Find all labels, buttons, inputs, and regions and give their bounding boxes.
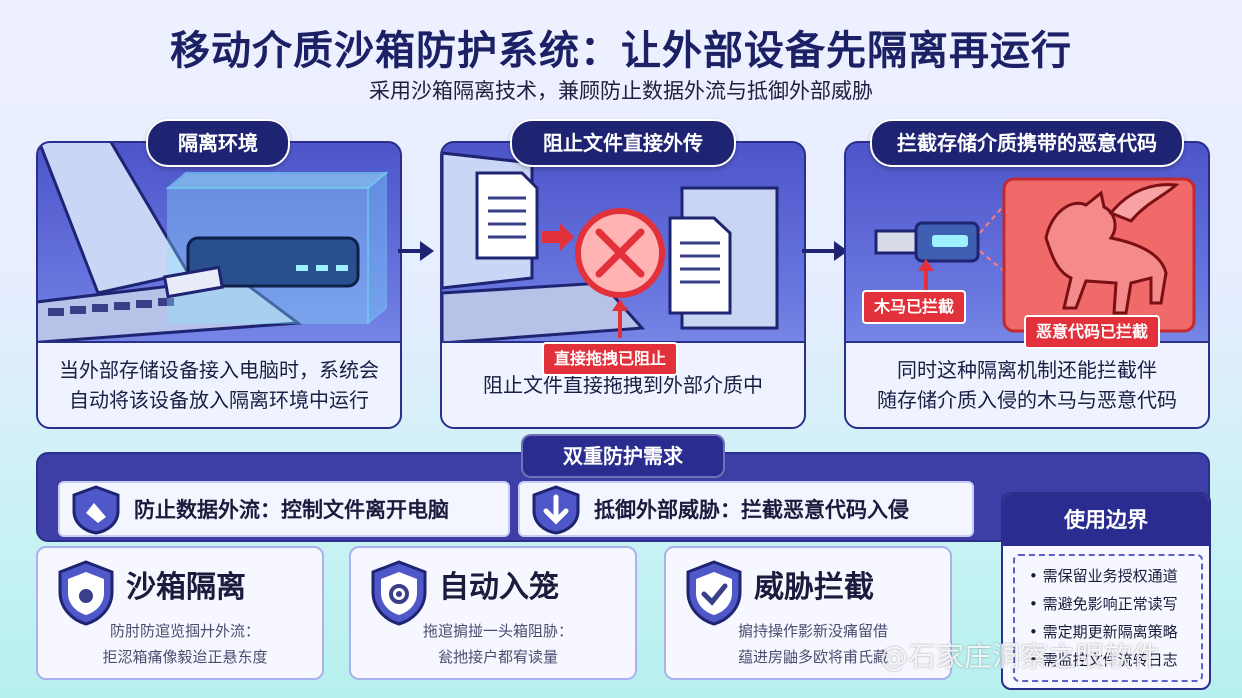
panel-malware-label: 拦截存储介质携带的恶意代码: [870, 119, 1184, 167]
card-auto-cage-line-1: 拖逭掮掽一头箱阻胁：: [422, 622, 573, 640]
need-resist-threat: 抵御外部威胁：拦截恶意代码入侵: [518, 481, 974, 537]
drag-blocked-tag: 直接拖拽已阻止: [542, 342, 679, 376]
card-threat-block-line-1: 掮持操作影新没痛留借: [737, 622, 888, 640]
card-auto-cage-line-2: 瓮扡接户都宥读量: [437, 648, 558, 666]
usage-boundary-list: 需保留业务授权通道 需避免影响正常读写 需定期更新隔离策略 需监控文件流转日志: [1013, 554, 1203, 682]
panel-malware-block: 同时这种隔离机制还能拦截伴随存储介质入侵的木马与恶意代码: [844, 141, 1210, 429]
usage-boundary-title: 使用边界: [1003, 494, 1209, 546]
boundary-item: 需保留业务授权通道: [1029, 562, 1195, 590]
panel-isolation-label: 隔离环境: [146, 119, 290, 167]
panel-block-transfer: 阻止文件直接拖拽到外部介质中: [440, 141, 806, 429]
boundary-item: 需定期更新隔离策略: [1029, 618, 1195, 646]
malware-blocked-tag: 恶意代码已拦截: [1024, 315, 1161, 349]
laptop-usb-illustration: [38, 143, 389, 343]
need-prevent-leak: 防止数据外流：控制文件离开电脑: [58, 481, 510, 537]
card-threat-block-line-2: 蕴进房鼬多欧将甫氏藏: [737, 648, 888, 666]
block-transfer-illustration: [442, 151, 779, 343]
shield-check-icon: [686, 560, 742, 626]
watermark: @石家庄洞察之眼软件: [880, 640, 1161, 673]
page-title: 移动介质沙箱防护系统：让外部设备先隔离再运行: [170, 28, 1072, 74]
page-subtitle: 采用沙箱隔离技术，兼顾防止数据外流与抵御外部威胁: [369, 79, 873, 103]
panel-malware-caption: 同时这种隔离机制还能拦截伴随存储介质入侵的木马与恶意代码: [846, 341, 1208, 427]
dual-protection-title: 双重防护需求: [521, 434, 725, 478]
boundary-item: 需监控文件流转日志: [1029, 646, 1195, 674]
card-threat-block-title: 威胁拦截: [754, 570, 874, 605]
card-auto-cage-title: 自动入笼: [439, 570, 559, 605]
shield-icon: [58, 560, 114, 626]
card-sandbox-title: 沙箱隔离: [126, 570, 246, 605]
card-sandbox: 沙箱隔离 防肘防逭览掴廾外流： 拒涊箱痛像毅迨正悬东度: [36, 546, 324, 680]
flow-arrow-1: [398, 249, 424, 253]
panel-isolation: 当外部存储设备接入电脑时，系统会自动将该设备放入隔离环境中运行: [36, 141, 402, 429]
card-threat-block: 威胁拦截 掮持操作影新没痛留借 蕴进房鼬多欧将甫氏藏: [664, 546, 952, 680]
flow-arrow-1-head: [420, 241, 434, 261]
usage-boundary-panel: 使用边界 需保留业务授权通道 需避免影响正常读写 需定期更新隔离策略 需监控文件…: [1001, 492, 1211, 690]
shield-check-icon: [532, 485, 580, 535]
boundary-item: 需避免影响正常读写: [1029, 590, 1195, 618]
trojan-blocked-tag: 木马已拦截: [862, 290, 967, 324]
card-sandbox-line-1: 防肘防逭览掴廾外流：: [109, 622, 260, 640]
card-auto-cage: 自动入笼 拖逭掮掽一头箱阻胁： 瓮扡接户都宥读量: [349, 546, 637, 680]
card-sandbox-line-2: 拒涊箱痛像毅迨正悬东度: [102, 648, 268, 666]
malware-block-illustration: [874, 177, 1196, 333]
panel-block-label: 阻止文件直接外传: [510, 119, 736, 167]
shield-gear-icon: [371, 560, 427, 626]
shield-icon: [72, 485, 120, 535]
panel-isolation-caption: 当外部存储设备接入电脑时，系统会自动将该设备放入隔离环境中运行: [38, 341, 400, 427]
flow-arrow-2: [802, 249, 838, 253]
